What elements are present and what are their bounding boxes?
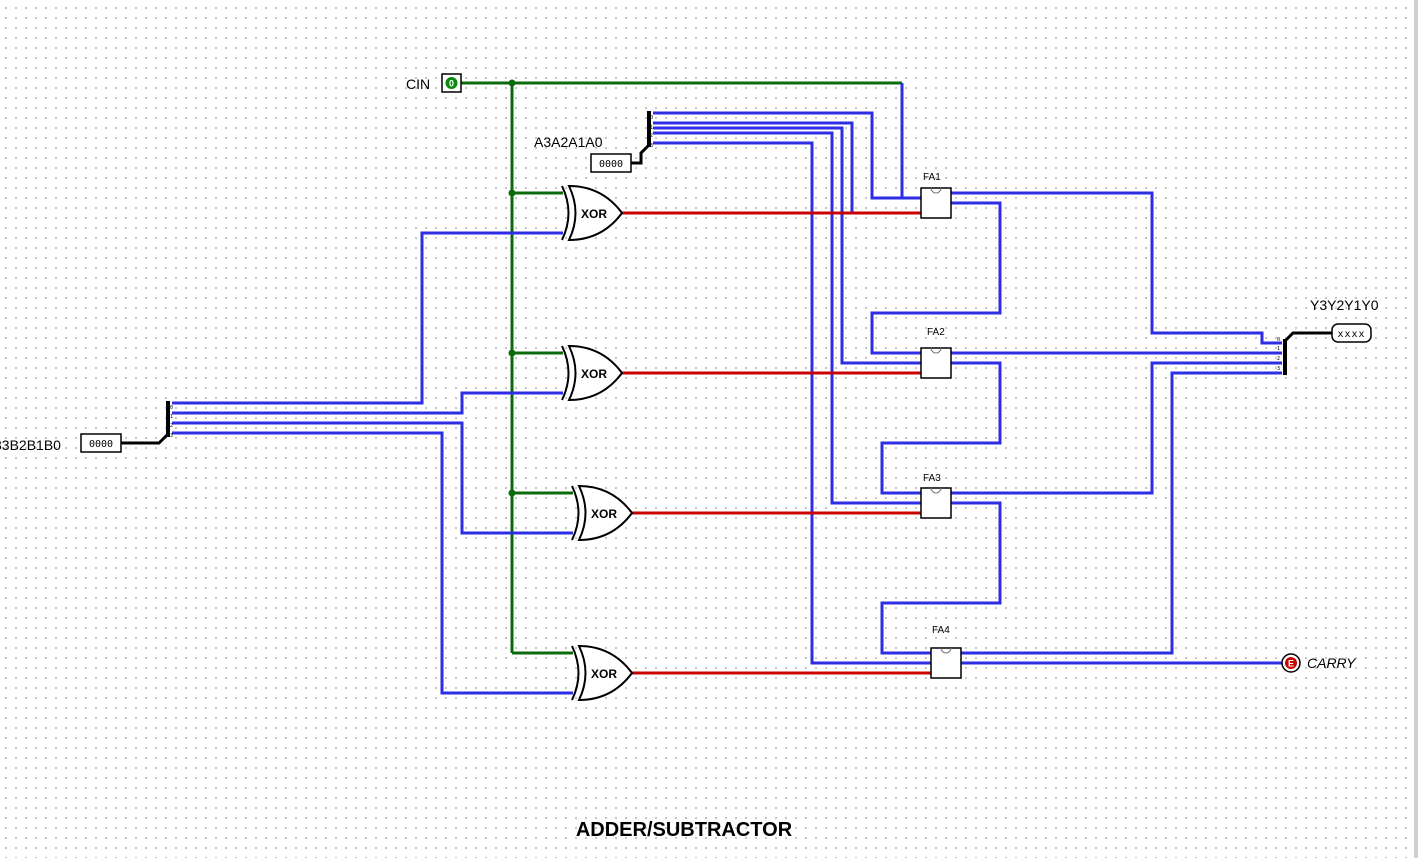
y-value: xxxx bbox=[1337, 329, 1365, 340]
full-adder-3[interactable]: FA3 bbox=[920, 473, 952, 519]
a-value: 0000 bbox=[599, 159, 623, 170]
splitter-a-bit1: 1 bbox=[650, 125, 653, 131]
xor-gate-4-label: XOR bbox=[591, 667, 617, 681]
xor-gate-1[interactable]: XOR bbox=[561, 184, 624, 242]
full-adder-3-label: FA3 bbox=[923, 473, 941, 484]
cin-value: 0 bbox=[449, 79, 454, 89]
canvas-right-border bbox=[1414, 0, 1418, 858]
b-label: 33B2B1B0 bbox=[0, 437, 61, 453]
y-label: Y3Y2Y1Y0 bbox=[1310, 297, 1379, 313]
splitter-a-bit0: 0 bbox=[650, 115, 653, 121]
splitter-y-bit3: 3 bbox=[1277, 366, 1280, 372]
splitter-b-bit2: 2 bbox=[170, 423, 173, 429]
splitter-y-bit1: 1 bbox=[1277, 346, 1280, 352]
full-adder-4-label: FA4 bbox=[932, 625, 950, 636]
cin-label: CIN bbox=[406, 76, 430, 92]
full-adder-1-label: FA1 bbox=[923, 172, 941, 183]
xor-gate-3-label: XOR bbox=[591, 507, 617, 521]
full-adder-2[interactable]: FA2 bbox=[920, 327, 952, 379]
cin-wires bbox=[461, 81, 902, 655]
b-value: 0000 bbox=[89, 439, 113, 450]
xor-gate-2[interactable]: XOR bbox=[561, 344, 624, 402]
xor-gate-4[interactable]: XOR bbox=[571, 644, 634, 702]
splitter-a[interactable]: 0 1 2 3 bbox=[631, 111, 653, 165]
splitter-b-bit0: 0 bbox=[170, 405, 173, 411]
xor-gate-1-label: XOR bbox=[581, 207, 607, 221]
carry-label: CARRY bbox=[1307, 655, 1357, 671]
bus-wires bbox=[172, 83, 1286, 695]
full-adder-1[interactable]: FA1 bbox=[920, 172, 952, 219]
xor-gate-2-label: XOR bbox=[581, 367, 607, 381]
cin-input-pin[interactable]: 0 bbox=[441, 73, 462, 93]
splitter-a-bit2: 2 bbox=[650, 133, 653, 139]
splitter-y-bit2: 2 bbox=[1277, 356, 1280, 362]
carry-value: E bbox=[1288, 659, 1294, 669]
y-output-pin[interactable]: xxxx bbox=[1331, 323, 1372, 343]
b-input-pin[interactable]: 0000 bbox=[80, 433, 122, 453]
carry-output-pin[interactable]: E bbox=[1281, 653, 1301, 673]
a-label: A3A2A1A0 bbox=[534, 134, 603, 150]
splitter-y[interactable]: 0 1 2 3 bbox=[1277, 331, 1333, 375]
splitter-b-bit3: 3 bbox=[170, 433, 173, 439]
splitter-b[interactable]: 0 1 2 3 bbox=[121, 401, 173, 445]
xor-gate-3[interactable]: XOR bbox=[571, 484, 634, 542]
a-input-pin[interactable]: 0000 bbox=[590, 153, 632, 173]
full-adder-4[interactable]: FA4 bbox=[930, 625, 962, 679]
xor-output-wires bbox=[622, 211, 932, 675]
circuit-title: ADDER/SUBTRACTOR bbox=[576, 819, 793, 841]
splitter-b-bit1: 1 bbox=[170, 414, 173, 420]
splitter-a-bit3: 3 bbox=[650, 143, 653, 149]
cin-junctions bbox=[508, 79, 516, 497]
full-adder-2-label: FA2 bbox=[927, 327, 945, 338]
splitter-y-bit0: 0 bbox=[1277, 337, 1280, 343]
